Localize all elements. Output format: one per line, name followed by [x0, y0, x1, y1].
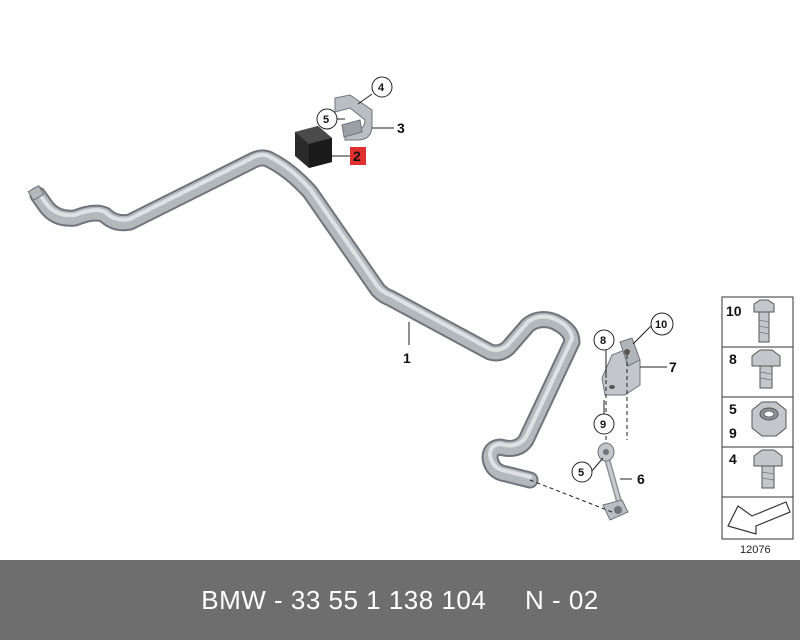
svg-text:10: 10: [655, 319, 667, 331]
callout-2: 2: [350, 147, 366, 165]
bracket: [334, 94, 373, 141]
part-number-text: BMW - 33 55 1 138 104 N - 02: [201, 584, 599, 615]
svg-text:4: 4: [378, 82, 385, 94]
legend-item-5-9: 5 9: [729, 401, 787, 441]
svg-text:8: 8: [729, 351, 737, 367]
svg-text:7: 7: [669, 359, 677, 375]
svg-text:5: 5: [578, 467, 584, 479]
part-number-footer: BMW - 33 55 1 138 104 N - 02: [0, 560, 800, 640]
callout-7: 7: [669, 359, 677, 375]
svg-text:9: 9: [600, 419, 606, 431]
callout-1: 1: [403, 350, 411, 366]
arrow-pointer-icon: [727, 501, 791, 535]
hex-nut-icon: [751, 401, 787, 437]
svg-text:8: 8: [600, 335, 606, 347]
callout-3: 3: [397, 120, 405, 136]
callout-5-bottom: 5: [571, 461, 593, 483]
parts-diagram: 1 2 3 4 5 6 7 8 9 10 5: [27, 76, 794, 556]
hex-bolt-icon: [753, 449, 783, 489]
svg-text:5: 5: [729, 401, 737, 417]
hex-bolt-icon: [753, 299, 775, 343]
link-bracket: [601, 337, 641, 396]
fastener-legend: 10 8 5 9: [721, 296, 794, 540]
callout-6: 6: [637, 471, 645, 487]
callout-9: 9: [593, 413, 615, 435]
pendulum-support: [597, 442, 629, 521]
legend-item-8: 8: [729, 349, 781, 389]
reference-number: 12076: [740, 544, 771, 556]
rubber-mounting: [295, 126, 332, 168]
svg-text:1: 1: [403, 350, 411, 366]
svg-text:9: 9: [729, 425, 737, 441]
legend-item-4: 4: [729, 449, 783, 489]
legend-item-10: 10: [726, 299, 775, 343]
stabilizer-bar: [27, 149, 581, 489]
callout-4: 4: [371, 76, 393, 98]
svg-text:4: 4: [729, 451, 737, 467]
svg-text:10: 10: [726, 303, 742, 319]
svg-text:2: 2: [353, 148, 361, 164]
callout-8: 8: [593, 329, 615, 351]
callout-5-top: 5: [316, 108, 338, 130]
hex-bolt-icon: [751, 349, 781, 389]
svg-text:6: 6: [637, 471, 645, 487]
svg-text:5: 5: [323, 114, 329, 126]
svg-text:3: 3: [397, 120, 405, 136]
callout-10: 10: [650, 312, 674, 336]
leader-lines: [332, 93, 667, 480]
